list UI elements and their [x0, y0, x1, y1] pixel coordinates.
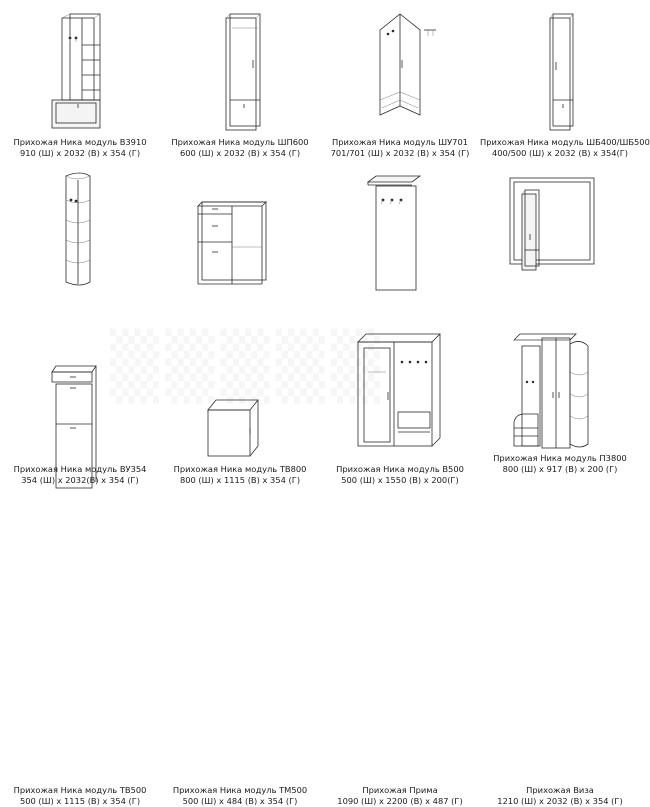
product-card-shu701[interactable]: Прихожая Ника модуль ШУ701 701/701 (Ш) х… — [320, 0, 480, 162]
product-name: Прихожая Ника модуль ШП600 — [171, 137, 309, 147]
product-name: Прихожая Ника модуль В500 — [336, 464, 464, 474]
product-card-vu354[interactable]: Прихожая Ника модуль ВУ354 354 (Ш) х 203… — [0, 162, 160, 485]
drawing-shp600 — [225, 13, 261, 131]
product-dims: 701/701 (Ш) х 2032 (В) х 354 (Г) — [330, 148, 470, 158]
drawing-viza — [513, 333, 589, 449]
product-name: Прихожая Ника модуль П3800 — [493, 453, 627, 463]
caption-v500: Прихожая Ника модуль В500 500 (Ш) х 1550… — [320, 464, 480, 486]
product-dims: 354 (Ш) х 2032(В) х 354 (Г) — [21, 475, 139, 485]
product-dims: 600 (Ш) х 2032 (В) х 354 (Г) — [179, 148, 301, 158]
product-dims: 1090 (Ш) х 2200 (В) х 487 (Г) — [337, 796, 463, 806]
product-name: Прихожая Ника модуль ВУ354 — [13, 464, 147, 474]
product-name: Прихожая Ника модуль В3910 — [13, 137, 147, 147]
product-name: Прихожая Ника модуль ТВ800 — [173, 464, 307, 474]
drawing-p3800 — [509, 177, 595, 271]
product-dims: 800 (Ш) х 1115 (В) х 354 (Г) — [179, 475, 301, 485]
product-card-tm500[interactable]: Прихожая Ника модуль ТМ500 500 (Ш) х 484… — [160, 332, 320, 806]
drawing-tv500 — [51, 365, 97, 489]
caption-vu354: Прихожая Ника модуль ВУ354 354 (Ш) х 203… — [0, 464, 160, 486]
drawing-prima — [357, 333, 441, 447]
caption-tv800: Прихожая Ника модуль ТВ800 800 (Ш) х 111… — [160, 464, 320, 486]
product-dims: 400/500 (Ш) х 2032 (В) х 354(Г) — [491, 148, 629, 158]
product-card-v3910[interactable]: Прихожая Ника модуль В3910 910 (Ш) х 203… — [0, 0, 160, 162]
caption-shp600: Прихожая Ника модуль ШП600 600 (Ш) х 203… — [160, 137, 320, 159]
product-dims: 800 (Ш) х 917 (В) х 200 (Г) — [502, 464, 618, 474]
product-dims: 500 (Ш) х 484 (В) х 354 (Г) — [182, 796, 298, 806]
product-dims: 1210 (Ш) х 2032 (В) х 354 (Г) — [497, 796, 623, 806]
drawing-tv800 — [197, 201, 267, 285]
drawing-vu354 — [65, 172, 91, 286]
product-name: Прихожая Ника модуль ТМ500 — [172, 785, 308, 795]
product-card-p3800[interactable]: Прихожая Ника модуль П3800 800 (Ш) х 917… — [480, 162, 640, 474]
caption-tv500: Прихожая Ника модуль ТВ500 500 (Ш) х 111… — [0, 785, 160, 807]
product-card-shb400[interactable]: Прихожая Ника модуль ШБ400/ШБ500 400/500… — [480, 0, 650, 162]
product-name: Прихожая Ника модуль ТВ500 — [13, 785, 147, 795]
product-card-viza[interactable]: Прихожая Виза 1210 (Ш) х 2032 (В) х 354 … — [480, 332, 640, 806]
product-dims: 910 (Ш) х 2032 (В) х 354 (Г) — [19, 148, 141, 158]
product-card-v500[interactable]: Прихожая Ника модуль В500 500 (Ш) х 1550… — [320, 162, 480, 485]
product-name: Прихожая Ника модуль ШБ400/ШБ500 — [480, 137, 650, 147]
product-card-shp600[interactable]: Прихожая Ника модуль ШП600 600 (Ш) х 203… — [160, 0, 320, 162]
caption-tm500: Прихожая Ника модуль ТМ500 500 (Ш) х 484… — [160, 785, 320, 807]
product-dims: 500 (Ш) х 1550 (В) х 200(Г) — [341, 475, 459, 485]
product-name: Прихожая Прима — [362, 785, 438, 795]
caption-shu701: Прихожая Ника модуль ШУ701 701/701 (Ш) х… — [320, 137, 480, 159]
drawing-v3910 — [51, 13, 101, 129]
drawing-shu701 — [379, 13, 436, 116]
caption-viza: Прихожая Виза 1210 (Ш) х 2032 (В) х 354 … — [480, 785, 640, 807]
caption-prima: Прихожая Прима 1090 (Ш) х 2200 (В) х 487… — [320, 785, 480, 807]
product-dims: 500 (Ш) х 1115 (В) х 354 (Г) — [19, 796, 141, 806]
caption-shb400: Прихожая Ника модуль ШБ400/ШБ500 400/500… — [480, 137, 650, 159]
drawing-shb400 — [549, 13, 574, 131]
product-card-tv800[interactable]: Прихожая Ника модуль ТВ800 800 (Ш) х 111… — [160, 162, 320, 485]
drawing-v500 — [366, 175, 422, 291]
product-card-prima[interactable]: Прихожая Прима 1090 (Ш) х 2200 (В) х 487… — [320, 332, 480, 806]
product-name: Прихожая Виза — [526, 785, 594, 795]
product-name: Прихожая Ника модуль ШУ701 — [331, 137, 468, 147]
caption-p3800: Прихожая Ника модуль П3800 800 (Ш) х 917… — [480, 453, 640, 475]
product-card-tv500[interactable]: Прихожая Ника модуль ТВ500 500 (Ш) х 111… — [0, 332, 160, 806]
caption-v3910: Прихожая Ника модуль В3910 910 (Ш) х 203… — [0, 137, 160, 159]
drawing-tm500 — [207, 399, 259, 457]
